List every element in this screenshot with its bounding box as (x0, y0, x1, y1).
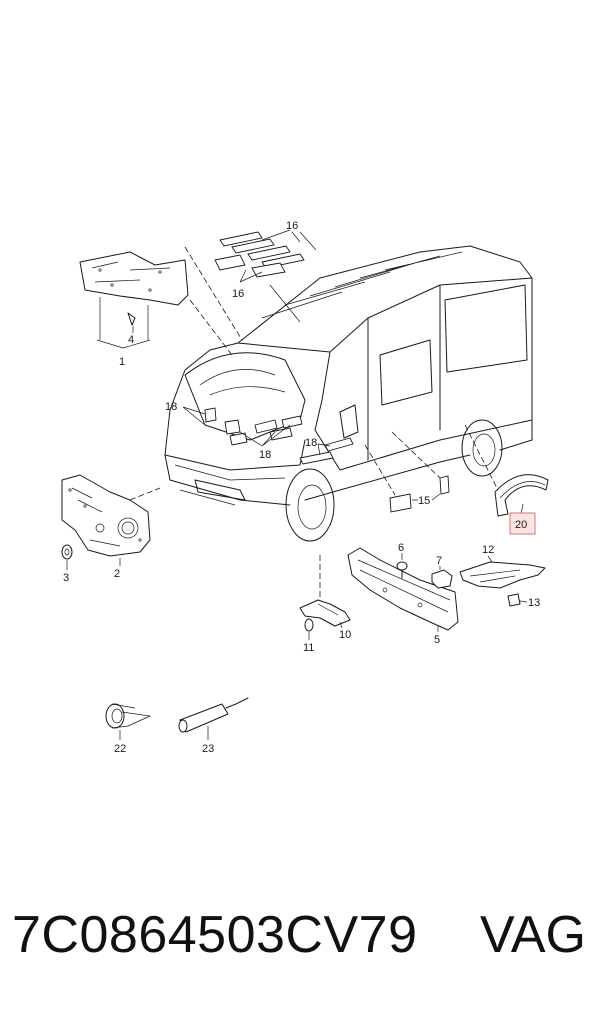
callout-10: 10 (339, 629, 351, 641)
part-number-label: 7C0864503CV79 (12, 906, 418, 964)
part-10-bracket (299, 599, 351, 627)
callout-12: 12 (482, 544, 494, 556)
callout-11: 11 (303, 642, 314, 654)
part-22-tape-roll (105, 703, 152, 729)
callout-3: 3 (63, 572, 69, 584)
part-7-clip (431, 569, 453, 589)
callout-5: 5 (434, 634, 440, 646)
callout-1: 1 (119, 356, 125, 368)
part-15-pads (389, 475, 450, 513)
part-12-shield (459, 561, 546, 589)
van-illustration (164, 245, 533, 542)
callout-18-middle: 18 (259, 449, 271, 461)
callout-18-right: 18 (305, 437, 317, 449)
part-11-grommet (304, 618, 314, 632)
callout-7: 7 (436, 555, 442, 567)
callout-23: 23 (202, 743, 214, 755)
brand-label: VAG (480, 906, 586, 964)
part-16-pads (214, 231, 305, 278)
callout-20: 20 (515, 519, 527, 531)
callout-16-bottom: 16 (232, 288, 244, 300)
part-5-crossmember (347, 547, 459, 631)
callout-18-left: 18 (165, 401, 177, 413)
part-18-pads (204, 407, 354, 465)
callout-6: 6 (398, 542, 404, 554)
part-2-bulkhead-insulation (61, 474, 151, 557)
part-3-grommet (61, 544, 73, 560)
callout-20-highlight (509, 512, 536, 535)
callout-2: 2 (114, 568, 120, 580)
callout-22: 22 (114, 743, 126, 755)
callout-13: 13 (528, 597, 540, 609)
callout-16-top: 16 (286, 220, 298, 232)
part-23-sealant-tube (178, 697, 249, 733)
callout-4: 4 (128, 334, 134, 346)
part-1-hood-insulation (79, 251, 189, 326)
part-13-clip (507, 593, 521, 607)
part-20-wheel-arch-liner (494, 474, 549, 517)
callout-15: 15 (418, 495, 430, 507)
part-6-screw (396, 561, 408, 579)
